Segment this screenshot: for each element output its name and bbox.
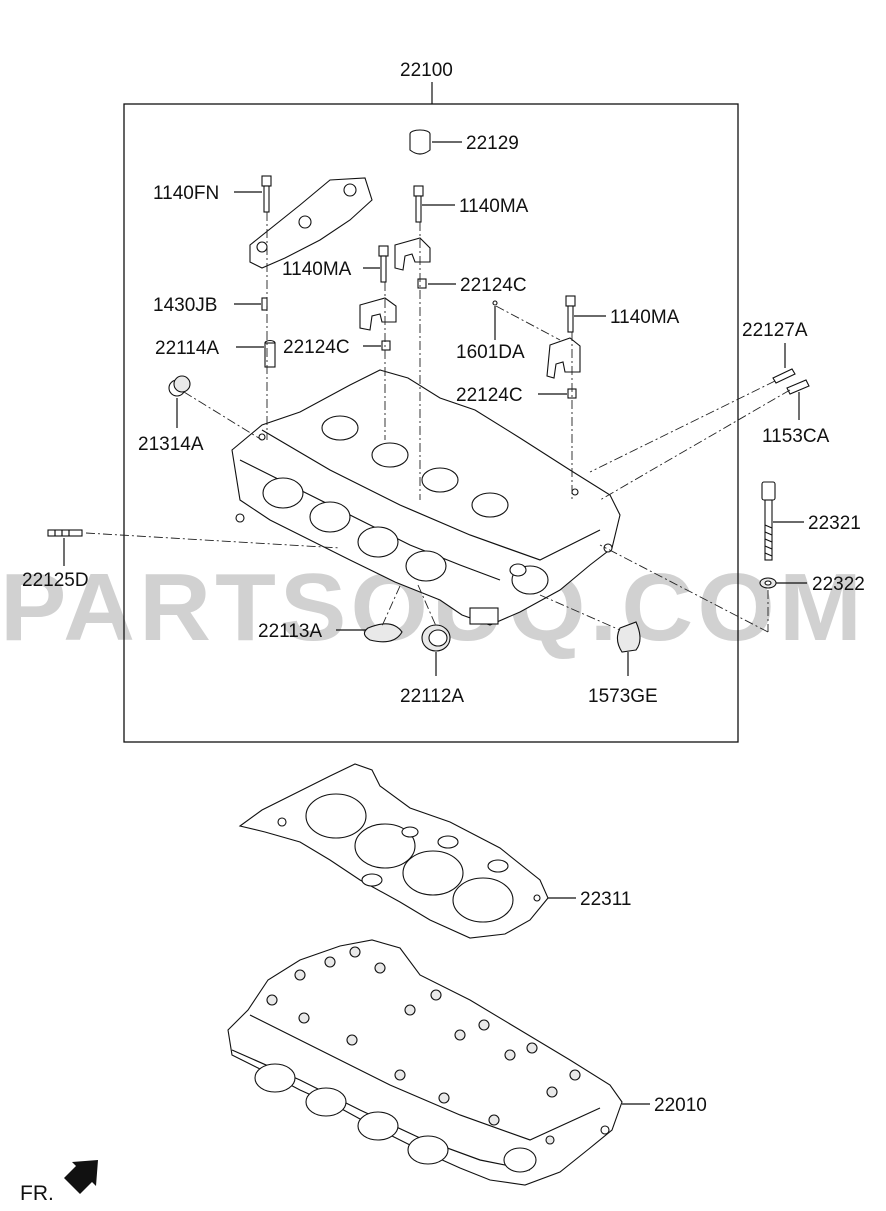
- cam-cap-c: [546, 337, 581, 379]
- label-22124C-c[interactable]: 22124C: [456, 385, 523, 406]
- label-22127A[interactable]: 22127A: [742, 320, 808, 341]
- assembly-frame: [123, 103, 739, 743]
- label-1140MA-a[interactable]: 1140MA: [459, 196, 529, 217]
- label-1153CA[interactable]: 1153CA: [762, 426, 830, 447]
- label-22114A[interactable]: 22114A: [155, 338, 219, 359]
- stud-22127A: [772, 368, 796, 384]
- dowel-22114A: [264, 339, 276, 368]
- label-22124C-b[interactable]: 22124C: [283, 337, 350, 358]
- bolt-1140MA-top: [413, 185, 424, 223]
- seal-22112A: [421, 624, 451, 652]
- label-22010[interactable]: 22010: [654, 1095, 707, 1116]
- label-1430JB[interactable]: 1430JB: [153, 295, 217, 316]
- pin-22124C-b: [381, 340, 391, 351]
- front-direction-arrow-icon: [64, 1160, 98, 1194]
- bolt-1140MA-middle: [378, 245, 389, 283]
- label-22322[interactable]: 22322: [812, 574, 865, 595]
- seal-22113A: [363, 623, 403, 643]
- plug-22129: [409, 129, 431, 155]
- washer-22322: [759, 577, 777, 589]
- label-21314A[interactable]: 21314A: [138, 434, 204, 455]
- bolt-22321: [761, 481, 776, 561]
- bolt-1140MA-right: [565, 295, 576, 333]
- pin-1430JB: [261, 297, 268, 311]
- label-22321[interactable]: 22321: [808, 513, 861, 534]
- stud-22125D: [47, 529, 83, 537]
- pin-22124C-a: [417, 278, 427, 289]
- label-22311[interactable]: 22311: [580, 889, 631, 910]
- cylinder-head-complete-22010: [227, 939, 623, 1186]
- label-22129[interactable]: 22129: [466, 133, 519, 154]
- label-1601DA[interactable]: 1601DA: [456, 342, 525, 363]
- label-1140MA-b[interactable]: 1140MA: [282, 259, 352, 280]
- label-1140FN[interactable]: 1140FN: [153, 183, 219, 204]
- label-22125D[interactable]: 22125D: [22, 570, 89, 591]
- stud-1153CA: [786, 379, 810, 395]
- ball-1601DA: [492, 300, 498, 306]
- cylinder-head-upper: [231, 369, 621, 626]
- label-22100[interactable]: 22100: [400, 60, 453, 81]
- ring-1573GE: [616, 621, 641, 653]
- head-gasket-22311: [238, 763, 549, 939]
- label-1573GE[interactable]: 1573GE: [588, 686, 658, 707]
- cam-cap-b: [359, 297, 397, 331]
- assembly-lines: [85, 212, 791, 633]
- plug-21314A: [168, 375, 191, 397]
- label-1140MA-c[interactable]: 1140MA: [610, 307, 680, 328]
- cam-cap-a: [394, 237, 431, 271]
- direction-label: FR.: [20, 1182, 54, 1205]
- label-22113A[interactable]: 22113A: [258, 621, 322, 642]
- bolt-1140FN: [261, 175, 272, 213]
- label-22124C-a[interactable]: 22124C: [460, 275, 527, 296]
- label-22112A[interactable]: 22112A: [400, 686, 464, 707]
